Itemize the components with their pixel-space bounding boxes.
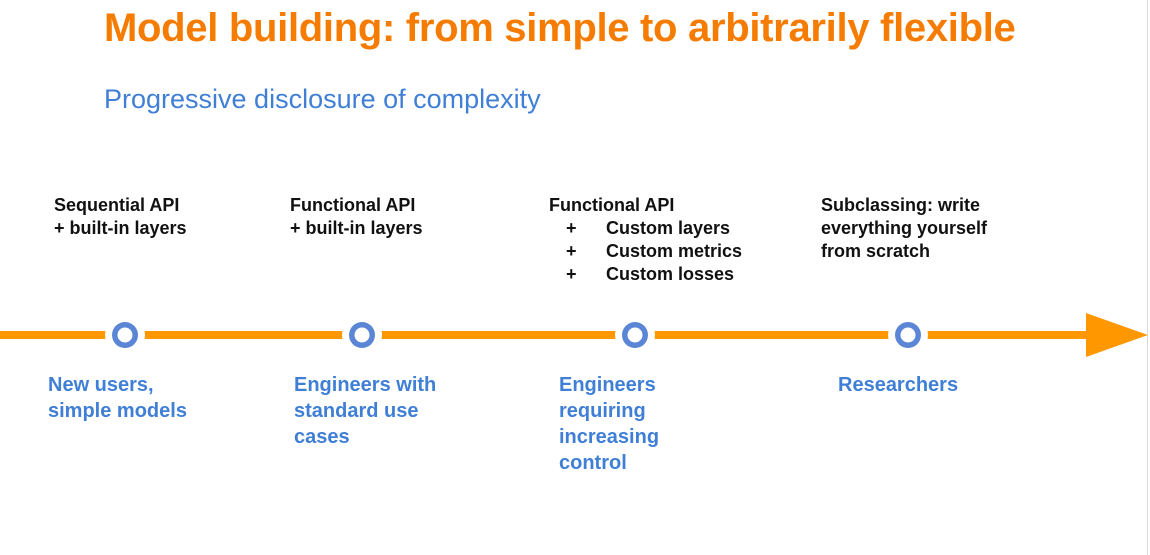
stage-4-users-line: Researchers <box>838 374 959 396</box>
node-center <box>117 327 133 343</box>
timeline-arrow <box>0 313 1148 357</box>
stage-3-api-line: Functional API <box>549 195 675 215</box>
stage-3-users: Engineers requiring increasing control <box>559 372 659 476</box>
stage-2-api-line: + built-in layers <box>290 218 423 238</box>
node-center <box>627 327 643 343</box>
stage-3-users-line: control <box>559 452 627 474</box>
stage-2-api: Functional API + built-in layers <box>290 194 423 240</box>
stage-1-users-line: New users, <box>48 374 154 396</box>
stage-3-api-item: + Custom metrics <box>549 240 742 263</box>
stage-3-api-item-text: Custom metrics <box>606 241 743 261</box>
plus-bullet: + <box>566 218 577 238</box>
arrow-head-icon <box>1086 313 1148 357</box>
plus-bullet: + <box>566 264 577 284</box>
stage-1-api-line: Sequential API <box>54 195 180 215</box>
stage-2-users-line: standard use <box>294 400 419 422</box>
stage-3-api-item: + Custom losses <box>549 263 742 286</box>
stage-3-api: Functional API + Custom layers + Custom … <box>549 194 742 286</box>
stage-3-users-line: requiring <box>559 400 646 422</box>
stage-1-users-line: simple models <box>48 400 187 422</box>
stage-1-api: Sequential API + built-in layers <box>54 194 187 240</box>
stage-2-api-line: Functional API <box>290 195 416 215</box>
stage-3-users-line: Engineers <box>559 374 656 396</box>
stage-1-users: New users, simple models <box>48 372 187 424</box>
stage-1-api-line: + built-in layers <box>54 218 187 238</box>
stage-3-api-item-text: Custom layers <box>606 218 731 238</box>
stage-4-api-line: Subclassing: write <box>821 195 981 215</box>
stage-2-users-line: cases <box>294 426 350 448</box>
stage-4-users: Researchers <box>838 372 958 398</box>
stage-3-users-line: increasing <box>559 426 660 448</box>
plus-bullet: + <box>566 241 577 261</box>
stage-3-api-item: + Custom layers <box>549 217 742 240</box>
slide-edge <box>1147 0 1148 555</box>
node-center <box>900 327 916 343</box>
node-center <box>354 327 370 343</box>
stage-4-api-line: from scratch <box>821 241 931 261</box>
stage-2-users: Engineers with standard use cases <box>294 372 436 450</box>
stage-2-users-line: Engineers with <box>294 374 437 396</box>
stage-4-api: Subclassing: write everything yourself f… <box>821 194 987 263</box>
stage-4-api-line: everything yourself <box>821 218 988 238</box>
slide-subtitle: Progressive disclosure of complexity <box>104 84 541 114</box>
slide-title: Model building: from simple to arbitrari… <box>104 6 1016 50</box>
stage-3-api-item-text: Custom losses <box>606 264 735 284</box>
